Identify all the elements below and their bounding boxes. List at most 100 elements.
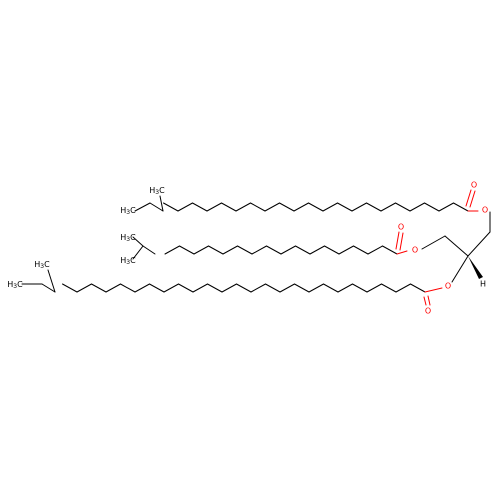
chain-middle-bond <box>164 245 180 255</box>
ester-oxygen-bottom: O <box>445 282 451 291</box>
chain-bottom-bond <box>178 283 194 293</box>
carbonyl-bond-bottom <box>427 295 431 306</box>
chain-bottom-bond <box>149 283 165 293</box>
ester-oxygen-middle: O <box>412 246 418 255</box>
chain-middle-bond <box>237 245 253 255</box>
chain-middle-bond <box>324 245 340 255</box>
chain-middle-bond <box>142 245 156 255</box>
chain-bottom-bond <box>279 283 295 293</box>
chain-top-bond <box>159 195 164 212</box>
chain-top-bond <box>395 202 411 212</box>
carbonyl-bond-top <box>469 190 476 208</box>
chain-bottom-bond <box>47 269 56 293</box>
chain-middle-bond <box>208 245 224 255</box>
chain-top-bond <box>206 202 222 212</box>
carbonyl-oxygen-top: O <box>471 181 477 190</box>
chain-bottom-bond <box>134 283 150 293</box>
methyl-label-3: H3C <box>120 233 136 243</box>
chain-bottom-bond <box>221 283 237 293</box>
chain-top-bond <box>453 202 469 212</box>
chain-top-bond <box>424 202 440 212</box>
chain-middle-bond <box>132 236 144 247</box>
chain-middle-bond <box>193 245 209 255</box>
chain-top-bond <box>366 202 382 212</box>
stereo-wedge-bond <box>468 256 483 279</box>
chain-bottom-bond <box>236 283 252 293</box>
chain-top-bond <box>308 202 324 212</box>
glycerol-bond <box>421 235 446 250</box>
chain-top-bond <box>221 202 237 212</box>
chain-top-bond <box>134 202 151 212</box>
chain-bottom-bond <box>294 283 310 293</box>
chain-middle-bond <box>251 245 267 255</box>
methyl-label-4: H3C <box>120 256 136 266</box>
chain-middle-bond <box>309 245 325 255</box>
carbonyl-bond-top <box>465 189 472 207</box>
chain-bottom-bond <box>250 283 266 293</box>
chain-middle-bond <box>382 245 398 255</box>
carbonyl-bond-bottom <box>423 296 427 306</box>
chain-bottom-bond <box>410 283 426 293</box>
glycerol-bond <box>451 255 469 283</box>
chain-middle-bond <box>132 245 144 260</box>
chain-middle-bond <box>353 245 369 255</box>
stereo-hydrogen: H <box>480 280 486 289</box>
chain-middle-bond <box>280 245 296 255</box>
carbonyl-bond-middle <box>395 231 400 250</box>
carbonyl-oxygen-bottom: O <box>425 307 431 316</box>
chain-middle-bond <box>367 245 383 255</box>
chain-bottom-bond <box>352 283 368 293</box>
chain-bottom-bond <box>192 283 208 293</box>
chain-bottom-bond <box>265 283 281 293</box>
chain-top-bond <box>337 202 353 212</box>
chain-bottom-bond <box>323 283 339 293</box>
chain-bottom-bond <box>41 283 56 293</box>
chain-top-bond <box>351 202 367 212</box>
chain-bottom-bond <box>163 283 179 293</box>
chain-bottom-bond <box>207 283 223 293</box>
methyl-label-1: H3C <box>120 206 136 216</box>
chain-top-bond <box>380 202 396 212</box>
carbonyl-oxygen-middle: O <box>398 223 404 232</box>
chain-top-bond <box>279 202 295 212</box>
glycerol-bond <box>467 231 491 257</box>
ester-bond-middle <box>396 250 408 255</box>
chain-top-bond <box>250 202 266 212</box>
carbonyl-bond-middle <box>399 232 404 251</box>
chain-top-bond <box>192 202 208 212</box>
ester-bond-bottom <box>424 287 443 293</box>
chain-top-bond <box>177 202 193 212</box>
chain-bottom-bond <box>337 283 353 293</box>
chain-top-bond <box>149 202 164 212</box>
chain-bottom-bond <box>62 283 78 293</box>
chain-middle-bond <box>179 245 195 255</box>
chain-middle-bond <box>338 245 354 255</box>
chain-bottom-bond <box>395 283 411 293</box>
chain-top-bond <box>235 202 251 212</box>
chain-middle-bond <box>266 245 282 255</box>
chain-bottom-bond <box>105 283 121 293</box>
glycerol-bond <box>444 235 469 257</box>
ester-oxygen-top: O <box>482 206 488 215</box>
bonds <box>21 189 491 306</box>
chain-middle-bond <box>295 245 311 255</box>
chain-top-bond <box>438 202 454 212</box>
methyl-label-2: H3C <box>149 186 165 196</box>
chain-middle-bond <box>222 245 238 255</box>
chain-top-bond <box>264 202 280 212</box>
methyl-label-6: H3C <box>34 260 50 270</box>
chain-top-bond <box>322 202 338 212</box>
chain-bottom-bond <box>91 283 107 293</box>
chain-top-bond <box>163 202 179 212</box>
atom-labels: O O O O O O H H3C H3C H3C H3C H3C H3C <box>7 181 488 316</box>
chain-bottom-bond <box>366 283 382 293</box>
chain-bottom-bond <box>381 283 397 293</box>
chain-top-bond <box>409 202 425 212</box>
chain-top-bond <box>293 202 309 212</box>
methyl-label-5: H3C <box>7 280 23 290</box>
chain-bottom-bond <box>308 283 324 293</box>
chain-bottom-bond <box>120 283 136 293</box>
chain-bottom-bond <box>76 283 92 293</box>
